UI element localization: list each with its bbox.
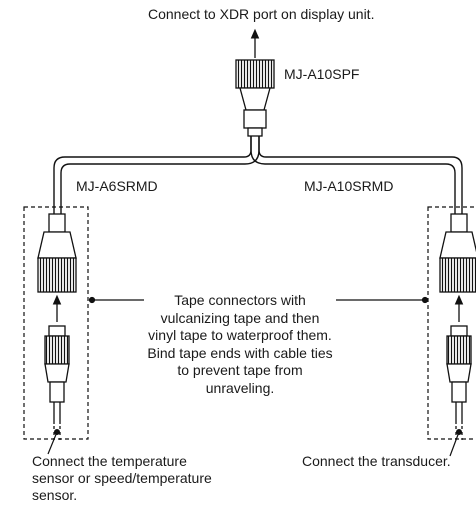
cable-harness — [53, 136, 463, 214]
right-taped-zone — [427, 206, 476, 440]
right-transducer-cable — [455, 402, 463, 440]
top-label: Connect to XDR port on display unit. — [148, 6, 375, 22]
right-upper-connector — [439, 213, 476, 293]
top-connector-mj-a10spf — [235, 59, 275, 137]
waterproofing-note: Tape connectors with vulcanizing tape an… — [144, 292, 336, 397]
left-connector-label: MJ-A6SRMD — [76, 178, 158, 194]
left-leader — [47, 429, 60, 455]
right-arrow — [454, 294, 464, 322]
right-lower-connector — [446, 325, 472, 403]
top-connector-label: MJ-A10SPF — [284, 66, 360, 82]
left-sensor-cable — [53, 402, 61, 440]
left-lower-connector — [44, 325, 70, 403]
bottom-right-label: Connect the transducer. — [302, 453, 451, 469]
top-arrow — [250, 28, 260, 58]
left-taped-zone — [23, 206, 89, 440]
bottom-left-label: Connect the temperature sensor or speed/… — [32, 453, 212, 503]
right-connector-label: MJ-A10SRMD — [304, 178, 394, 194]
left-arrow — [52, 294, 62, 322]
left-upper-connector — [37, 213, 77, 293]
right-leader — [449, 429, 462, 457]
